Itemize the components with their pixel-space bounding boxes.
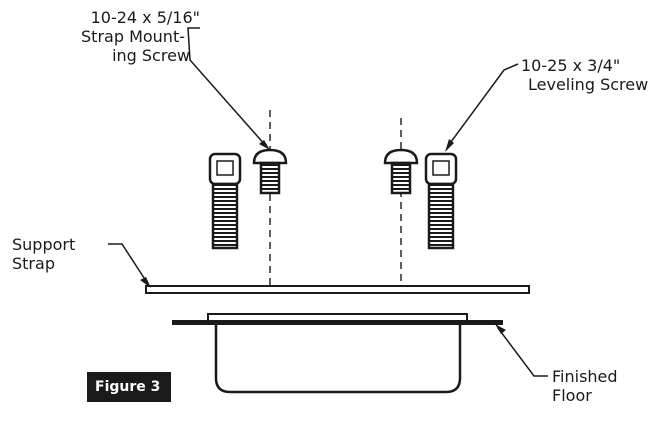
label-finished-floor-line-1: Finished <box>552 367 618 386</box>
finished-floor <box>172 320 503 325</box>
arrowhead-finished-floor <box>495 324 506 334</box>
leveling-screw-right <box>424 152 458 250</box>
label-strap-screw-line-2: Strap Mount- <box>81 27 185 46</box>
sink-flange <box>207 313 468 322</box>
strap-mounting-screw-left <box>252 148 288 195</box>
sink-basin <box>214 325 462 394</box>
label-strap-screw-line-3: ing Screw <box>112 46 190 65</box>
arrowhead-strap-screw <box>259 140 270 150</box>
strap-mounting-screw-right <box>383 148 419 195</box>
leader-support-strap <box>108 243 149 285</box>
figure-badge: Figure 3 <box>87 372 171 402</box>
leader-leveling-screw <box>447 63 519 147</box>
support-strap <box>145 285 530 294</box>
leveling-screw-left <box>208 152 242 250</box>
arrowhead-leveling-screw <box>445 139 454 152</box>
label-support-strap-line-1: Support <box>12 235 76 254</box>
label-strap-screw-line-1: 10-24 x 5/16" <box>90 8 200 27</box>
arrowhead-support-strap <box>140 277 151 288</box>
leader-strap-screw <box>187 27 267 147</box>
label-finished-floor-line-2: Floor <box>552 386 592 405</box>
label-support-strap-line-2: Strap <box>12 254 55 273</box>
leader-finished-floor <box>497 327 548 377</box>
label-leveling-screw-line-1: 10-25 x 3/4" <box>521 56 621 75</box>
label-leveling-screw-line-2: Leveling Screw <box>528 75 649 94</box>
